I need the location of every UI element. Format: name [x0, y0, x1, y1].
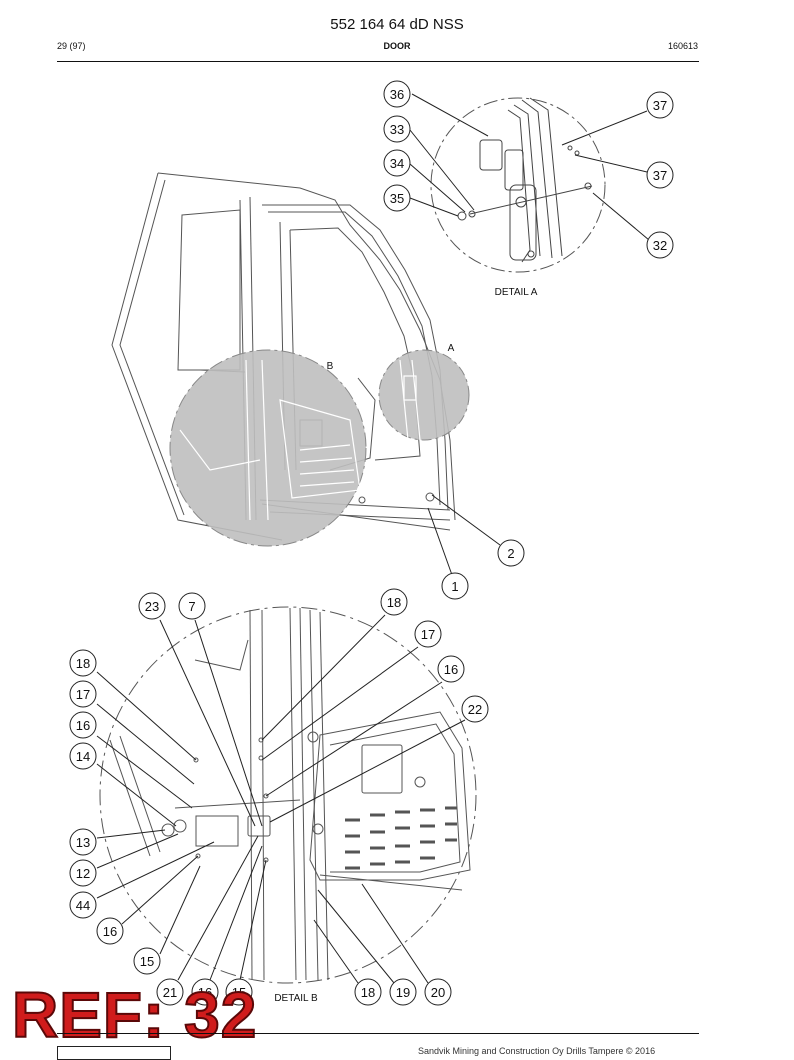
- detail-a-view: [409, 93, 650, 273]
- callout-36: 36: [390, 87, 404, 102]
- callout-16-bottom: 16: [198, 985, 212, 1000]
- callout-18-left: 18: [76, 656, 90, 671]
- document-number: 552 164 64 dD NSS: [330, 16, 464, 33]
- callout-35: 35: [390, 191, 404, 206]
- callout-13: 13: [76, 835, 90, 850]
- footer-copyright: Sandvik Mining and Construction Oy Drill…: [418, 1046, 656, 1056]
- callout-16-left: 16: [76, 718, 90, 733]
- callout-15-bottom: 15: [232, 985, 246, 1000]
- callout-23: 23: [145, 599, 159, 614]
- callout-37-lower: 37: [653, 168, 667, 183]
- callout-33: 33: [390, 122, 404, 137]
- detail-b-highlight-zone: [169, 349, 367, 547]
- section-title: DOOR: [383, 41, 411, 51]
- marker-b: B: [327, 361, 334, 372]
- footer-rule: [57, 1033, 699, 1034]
- date-code: 160613: [667, 41, 698, 51]
- callout-15-left: 15: [140, 954, 154, 969]
- detail-a-highlight-zone: [378, 349, 470, 441]
- header-rule: [57, 61, 699, 62]
- callout-19: 19: [396, 985, 410, 1000]
- cab-overview-details: [179, 359, 421, 521]
- callout-7: 7: [188, 599, 195, 614]
- page-number: 29 (97): [57, 41, 86, 51]
- detail-b-label: DETAIL B: [274, 993, 318, 1004]
- callout-18-bottom: 18: [361, 985, 375, 1000]
- callout-1: 1: [451, 579, 458, 594]
- callout-20: 20: [431, 985, 445, 1000]
- callout-17-left: 17: [76, 687, 90, 702]
- detail-b-view: [99, 606, 477, 984]
- callout-17-right: 17: [421, 627, 435, 642]
- ref-stamp: REF: 32: [11, 979, 258, 1051]
- callout-16-right: 16: [444, 662, 458, 677]
- callout-34: 34: [390, 156, 404, 171]
- marker-a: A: [448, 343, 455, 354]
- brand-logo-box: [57, 1046, 171, 1060]
- callout-37-upper: 37: [653, 98, 667, 113]
- detail-a-label: DETAIL A: [495, 287, 538, 298]
- callout-44: 44: [76, 898, 90, 913]
- callout-22: 22: [468, 702, 482, 717]
- callout-21: 21: [163, 985, 177, 1000]
- callout-2: 2: [507, 546, 514, 561]
- callout-12: 12: [76, 866, 90, 881]
- callout-32: 32: [653, 238, 667, 253]
- detail-b-leader-lines: [96, 614, 466, 984]
- callout-18-top: 18: [387, 595, 401, 610]
- callout-14: 14: [76, 749, 90, 764]
- callout-16-lower-left: 16: [103, 924, 117, 939]
